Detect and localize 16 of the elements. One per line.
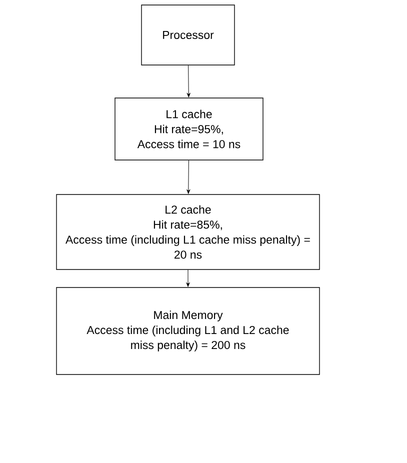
node-text: Access time = 10 ns [137,140,240,148]
node-text: Hit rate=95%, [154,124,223,135]
process-box [56,287,320,375]
arrow [186,270,190,287]
process-box [56,194,320,270]
node-text: Main Memory [154,310,223,322]
arrow [186,160,190,194]
node-text: Hit rate=85%, [154,220,222,230]
node-text: Processor [163,31,214,39]
process-box [114,98,264,160]
arrow [186,65,190,98]
node-text: L2 cache [166,205,211,214]
process-box [141,4,235,66]
node-text: Access time (including L1 cache miss penalty) = 20 ns [66,235,310,259]
node-text: L1 cache [166,110,212,118]
node-text: Access time (including L1 and L2 cache miss penalty) = 200 ns [86,326,289,352]
